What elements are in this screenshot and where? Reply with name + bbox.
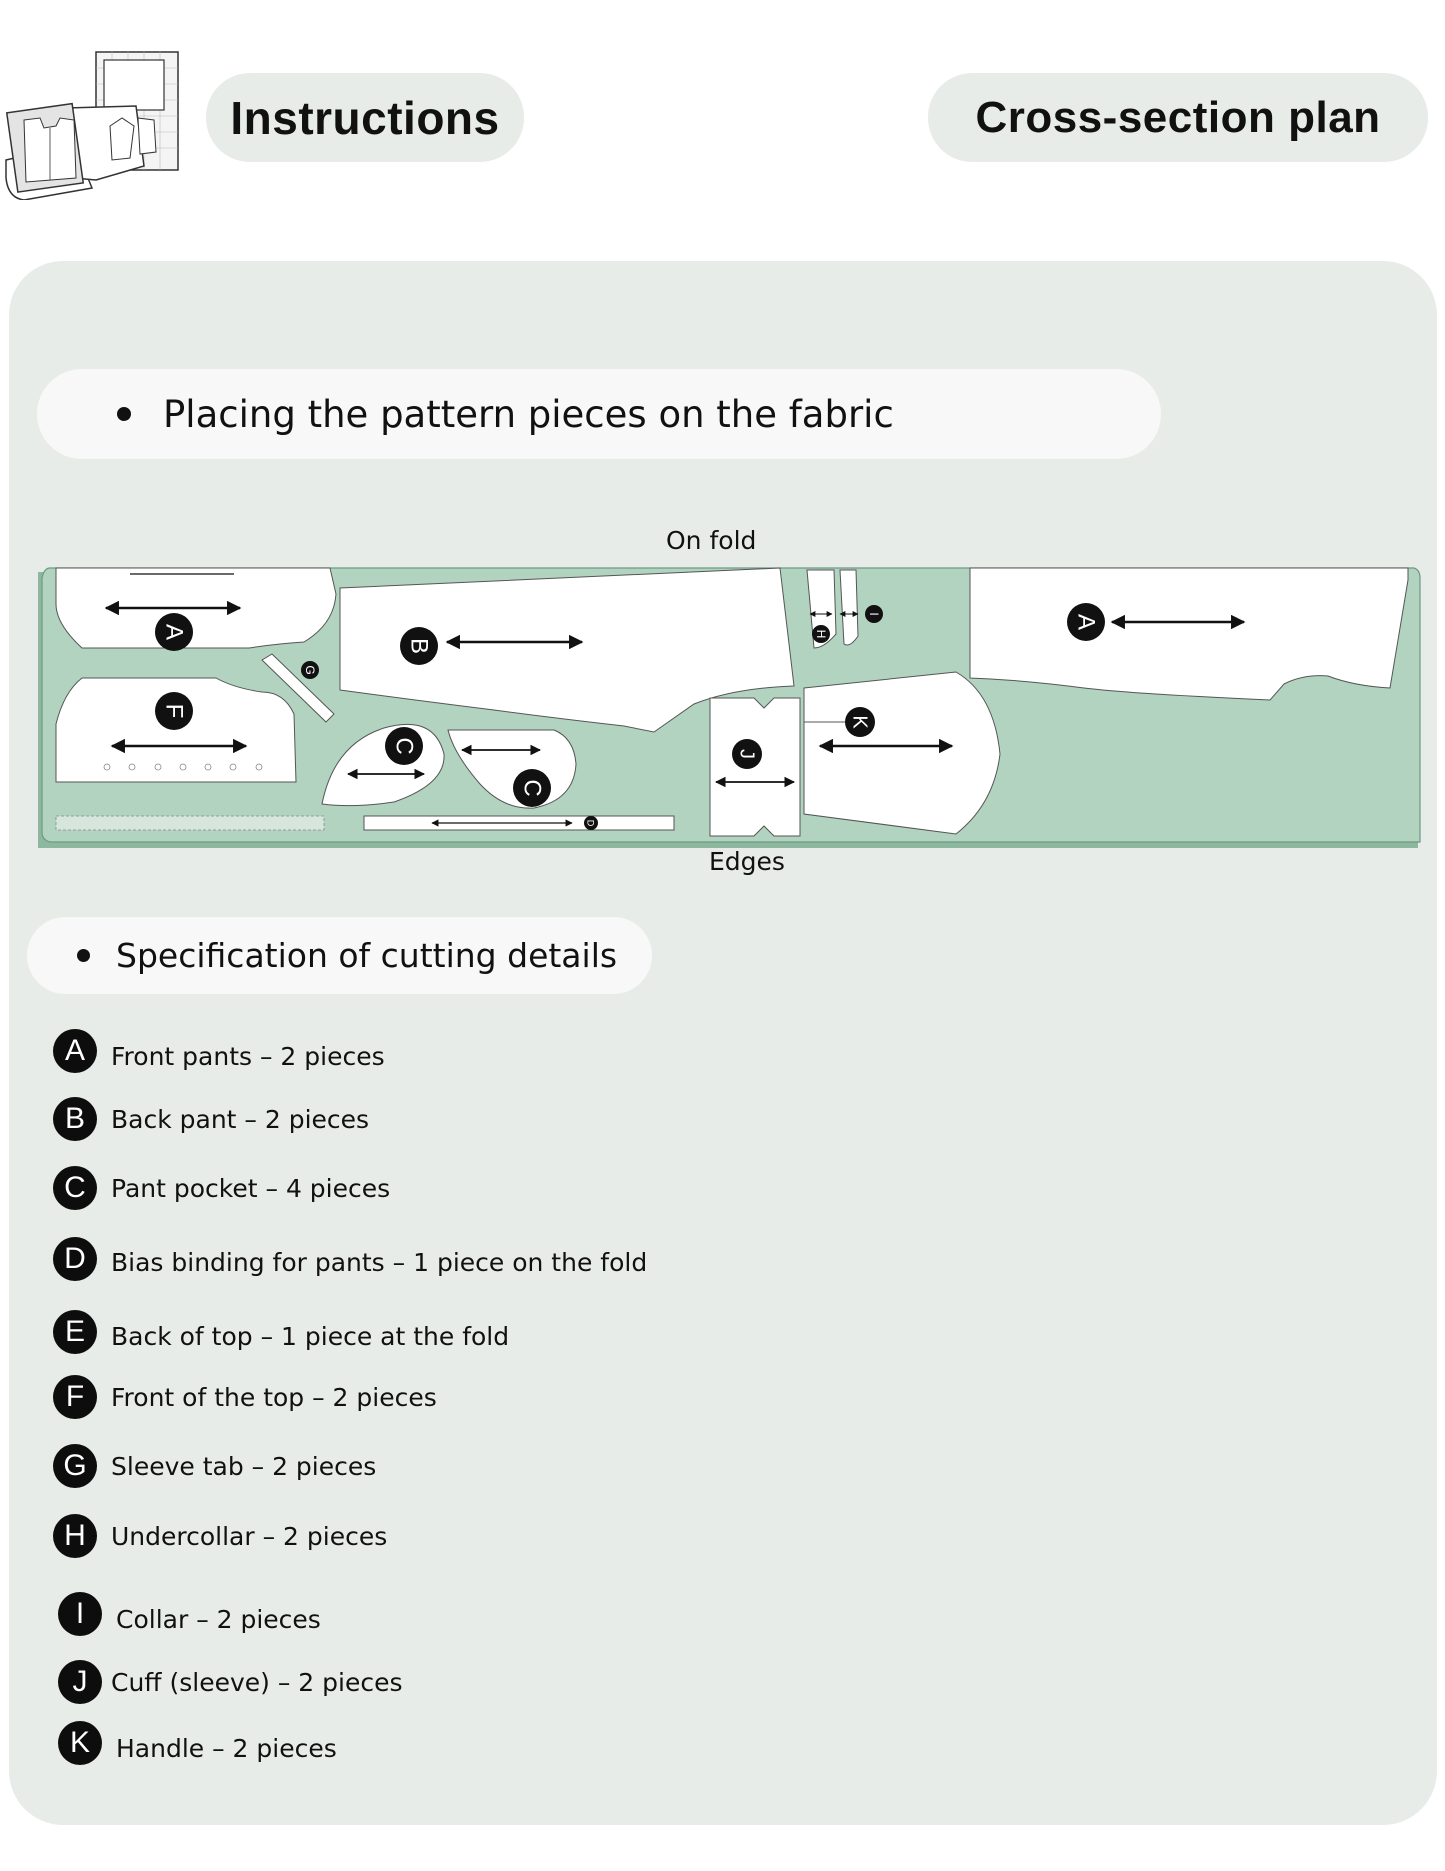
letter-badge: F <box>53 1375 97 1419</box>
piece-letter-f: F <box>161 704 188 719</box>
letter-badge: B <box>53 1097 97 1141</box>
piece-letter-c-2: C <box>519 779 546 796</box>
piece-i <box>839 569 859 646</box>
list-item-text: Undercollar – 2 pieces <box>111 1521 388 1551</box>
letter-badge: C <box>53 1166 97 1210</box>
list-item: G Sleeve tab – 2 pieces <box>53 1444 376 1488</box>
letter-badge: H <box>53 1514 97 1558</box>
piece-letter-a-right: A <box>1073 614 1100 630</box>
selvedge-strip <box>55 815 325 831</box>
list-item-text: Sleeve tab – 2 pieces <box>111 1451 377 1481</box>
list-item: B Back pant – 2 pieces <box>53 1097 369 1141</box>
fabric-layout-diagram: A F G B C C D H I J K <box>38 567 1421 848</box>
letter-badge: A <box>53 1029 97 1073</box>
piece-letter-g: G <box>303 665 317 674</box>
letter-badge: G <box>53 1444 97 1488</box>
piece-letter-c-1: C <box>391 737 418 754</box>
list-item-text: Cuff (sleeve) – 2 pieces <box>111 1667 403 1697</box>
list-item: I Collar – 2 pieces <box>58 1592 321 1636</box>
bullet-icon <box>77 949 90 962</box>
letter-badge: K <box>58 1721 102 1765</box>
list-item-text: Pant pocket – 4 pieces <box>111 1173 391 1203</box>
letter-badge: E <box>53 1310 97 1354</box>
list-item-text: Bias binding for pants – 1 piece on the … <box>111 1247 648 1277</box>
piece-letter-i: I <box>867 612 881 615</box>
cross-section-plan-label: Cross-section plan <box>975 92 1381 142</box>
list-item-text: Handle – 2 pieces <box>116 1733 337 1763</box>
letter-badge: I <box>58 1592 102 1636</box>
list-item: J Cuff (sleeve) – 2 pieces <box>58 1660 402 1704</box>
piece-letter-b: B <box>406 638 433 654</box>
spec-section-title: Specification of cutting details <box>116 936 618 975</box>
piece-letter-a-left: A <box>161 624 188 640</box>
content-panel <box>9 261 1437 1825</box>
bullet-icon <box>117 407 131 421</box>
list-item: K Handle – 2 pieces <box>58 1721 337 1765</box>
list-item-text: Front pants – 2 pieces <box>111 1041 385 1071</box>
list-item: A Front pants – 2 pieces <box>53 1029 385 1073</box>
list-item: H Undercollar – 2 pieces <box>53 1514 387 1558</box>
instructions-title: Instructions <box>206 73 524 162</box>
edges-label: Edges <box>709 847 785 876</box>
piece-g <box>261 653 335 723</box>
list-item: C Pant pocket – 4 pieces <box>53 1166 390 1210</box>
instructions-label: Instructions <box>230 91 500 144</box>
cross-section-plan-title: Cross-section plan <box>928 73 1428 162</box>
list-item-text: Back pant – 2 pieces <box>111 1104 370 1134</box>
list-item-text: Back of top – 1 piece at the fold <box>111 1321 510 1351</box>
list-item-text: Collar – 2 pieces <box>116 1604 321 1634</box>
piece-letter-k: K <box>849 715 871 729</box>
on-fold-label: On fold <box>666 526 757 555</box>
piece-a-right <box>969 567 1409 701</box>
list-item: D Bias binding for pants – 1 piece on th… <box>53 1237 647 1281</box>
piece-f <box>55 677 297 783</box>
letter-badge: D <box>53 1237 97 1281</box>
piece-k <box>803 671 1001 835</box>
list-item-text: Front of the top – 2 pieces <box>111 1382 437 1412</box>
list-item: F Front of the top – 2 pieces <box>53 1375 437 1419</box>
list-item: E Back of top – 1 piece at the fold <box>53 1310 509 1354</box>
piece-letter-h: H <box>814 630 828 639</box>
piece-j <box>709 697 801 837</box>
spec-section-heading: Specification of cutting details <box>27 917 652 994</box>
sewing-pattern-sheets-icon <box>5 51 179 200</box>
piece-letter-j: J <box>736 749 758 759</box>
letter-badge: J <box>58 1660 102 1704</box>
placing-section-title: Placing the pattern pieces on the fabric <box>163 392 894 436</box>
placing-section-heading: Placing the pattern pieces on the fabric <box>37 369 1161 459</box>
piece-letter-d: D <box>586 820 596 827</box>
piece-b <box>339 567 795 733</box>
